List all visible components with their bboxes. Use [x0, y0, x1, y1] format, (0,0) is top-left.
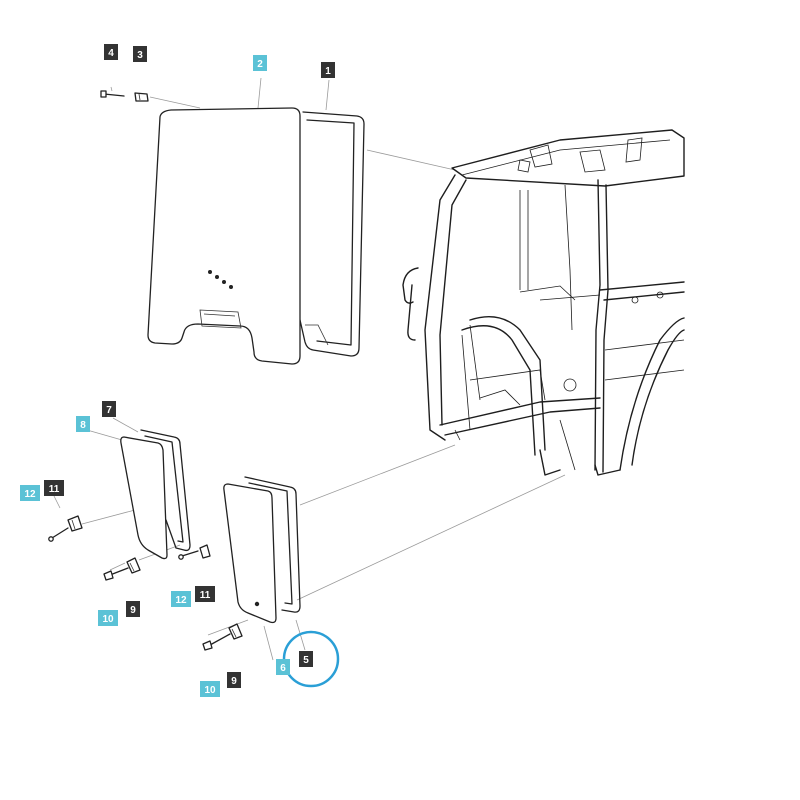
callout-4: 4 [104, 44, 118, 60]
svg-text:12: 12 [24, 489, 36, 500]
svg-text:7: 7 [106, 405, 112, 416]
svg-text:5: 5 [303, 655, 309, 666]
part-10-bolt-lower [202, 633, 231, 651]
svg-text:8: 8 [80, 420, 86, 431]
part-1-rear-seal [299, 111, 365, 357]
svg-text:9: 9 [231, 676, 237, 687]
svg-text:12: 12 [175, 595, 187, 606]
callout-3: 3 [133, 46, 147, 62]
callout-10-upper: 10 [98, 610, 118, 626]
part-7-upper-side-seal [140, 429, 191, 552]
callout-7: 7 [102, 401, 116, 417]
callout-6: 6 [276, 659, 290, 675]
part-2-rear-glass [147, 107, 301, 365]
svg-text:11: 11 [200, 590, 211, 601]
callout-12-upper: 12 [20, 485, 40, 501]
svg-text:9: 9 [130, 605, 136, 616]
part-12-screw-upper [48, 527, 69, 542]
part-3-clip [134, 92, 149, 102]
callout-10-lower: 10 [200, 681, 220, 697]
svg-text:6: 6 [280, 663, 286, 674]
callout-2: 2 [253, 55, 267, 71]
svg-text:10: 10 [102, 614, 114, 625]
part-4-screw [100, 90, 125, 98]
svg-text:4: 4 [108, 48, 114, 59]
callout-1: 1 [321, 62, 335, 78]
svg-text:1: 1 [325, 66, 331, 77]
part-9-hinge-upper [126, 557, 141, 574]
part-12-screw-middle [178, 550, 199, 560]
part-9-hinge-lower [228, 623, 243, 640]
callout-11-upper: 11 [44, 480, 64, 496]
callout-5: 5 [299, 651, 313, 667]
callout-9-upper: 9 [126, 601, 140, 617]
svg-text:11: 11 [49, 484, 60, 495]
part-10-bolt-upper [103, 567, 129, 581]
callout-9-lower: 9 [227, 672, 241, 688]
callout-8: 8 [76, 416, 90, 432]
part-6-lower-side-glass [223, 483, 277, 624]
part-8-upper-side-glass [120, 436, 168, 560]
part-11-clip-middle [199, 544, 211, 559]
svg-text:3: 3 [137, 50, 143, 61]
part-11-clip-upper [67, 515, 83, 532]
leader-lines [51, 77, 566, 661]
svg-text:10: 10 [204, 685, 216, 696]
cab-frame [402, 129, 685, 476]
callout-11-middle: 11 [195, 586, 215, 602]
svg-text:2: 2 [257, 59, 263, 70]
part-5-lower-side-seal [244, 476, 301, 613]
callout-12-middle: 12 [171, 591, 191, 607]
